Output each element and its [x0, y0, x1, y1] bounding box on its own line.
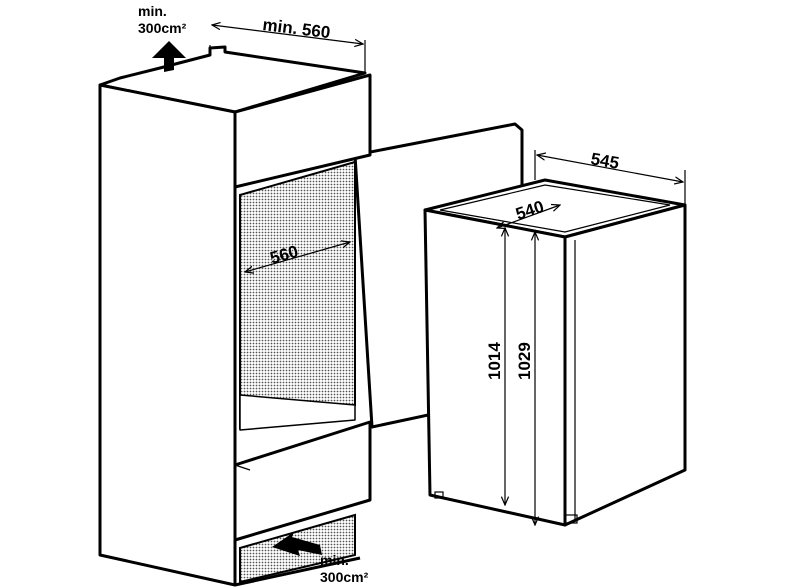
- depth-545-label: 545: [589, 149, 620, 173]
- height-1014-label: 1014: [485, 342, 504, 380]
- vent-bottom-label-1: min.: [320, 552, 349, 568]
- vent-top-label-2: 300cm²: [138, 20, 187, 36]
- airflow-up-arrow: [152, 41, 186, 72]
- vent-bottom-label-2: 300cm²: [320, 569, 369, 585]
- height-1029-label: 1029: [515, 342, 534, 380]
- vent-top-label-1: min.: [138, 3, 167, 19]
- kitchen-cabinet: [98, 45, 372, 587]
- niche-width-top-label: min. 560: [262, 15, 332, 42]
- airflow-in-arrow: [272, 532, 322, 556]
- refrigerator: [423, 178, 687, 527]
- niche-back-wall: [239, 160, 356, 430]
